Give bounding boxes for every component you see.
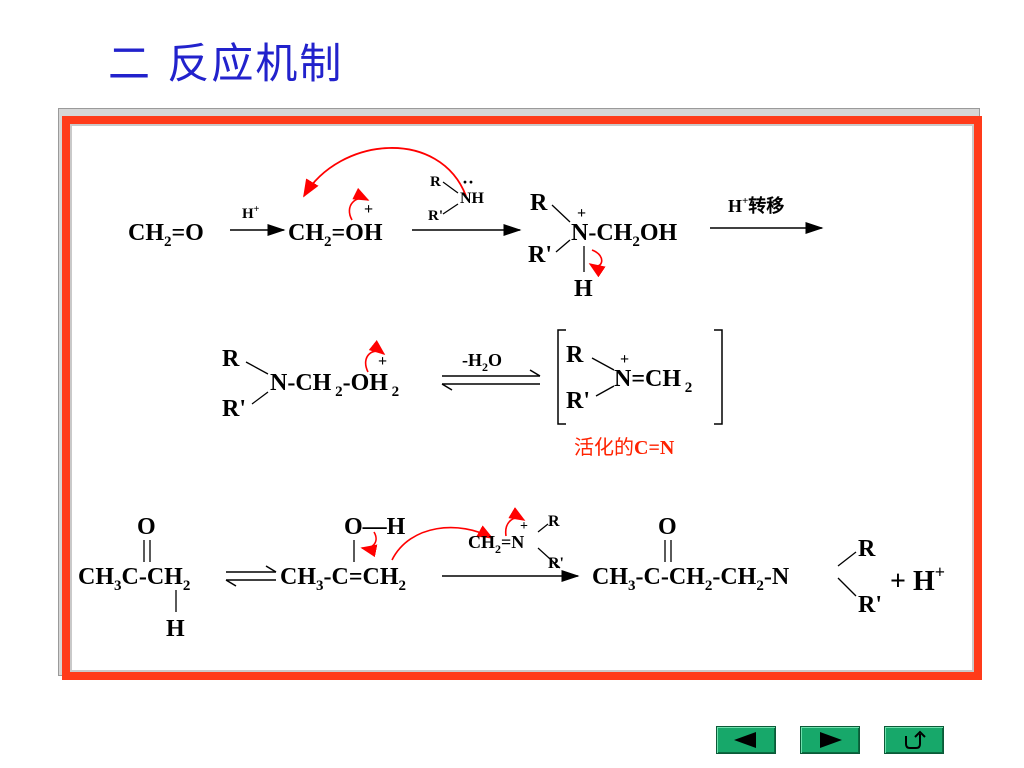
r3-iminium-plus: + [520,519,528,534]
r3-ketone-H: H [166,616,185,642]
r2-iminium-plus: + [620,351,629,368]
r1-int-plus: + [577,205,586,222]
r3-iminium-R: R [548,513,560,530]
triangle-right-icon [820,732,842,748]
next-slide-button[interactable] [800,726,860,754]
r1-amine-Rp: R' [428,208,443,224]
r1-int-R: R [530,190,548,216]
r1-int-main: N-CH2OH [571,220,678,250]
r2-arrow-label: -H2O [462,350,502,374]
r3-iminium: CH2=N [468,532,524,556]
r1-int-Rp: R' [528,242,552,268]
r3-enol-OH: O—H [344,514,406,540]
r1-plus-charge: + [364,201,373,218]
r1-reactant: CH2=O [128,220,204,250]
r3-product: CH3-C-CH2-CH2-N [592,564,790,594]
r3-product-bond-r [837,551,857,567]
r2-iminium-bond-r [591,357,615,371]
r3-curved-arrow-o [360,531,378,558]
r1-curved-arrow-large [303,147,467,198]
r2-iminium: N=CH 2 [614,366,692,396]
r3-ketone: CH3C-CH2 [78,564,190,594]
triangle-left-icon [734,732,756,748]
r3-eq-head-top [265,565,277,573]
r3-product-Rp: R' [858,592,882,618]
r1-amine-NH: NH [460,190,485,207]
r1-protonated: CH2=OH [288,220,383,250]
r2-bond-rp [251,391,269,405]
r2-bond-r [245,361,269,375]
r2-bracket-right [714,329,723,425]
r2-curved-arrow [364,340,386,373]
mechanism-panel [62,116,982,680]
r3-iminium-bond-r [537,523,549,533]
r1-curved-arrow-small [348,187,370,221]
r2-chain: N-CH 2-OH 2 [270,370,399,400]
r3-ketone-O: O [137,514,156,540]
r1-bond-rp [442,203,459,215]
page-title: 二 反应机制 [108,39,344,88]
r3-product-R: R [858,536,876,562]
r1-lone-pair: ·· [462,172,474,192]
r3-enol: CH3-C=CH2 [280,564,406,594]
r1-int-H: H [574,276,593,302]
r3-iminium-Rp: R' [548,555,564,572]
prev-slide-button[interactable] [716,726,776,754]
r3-product-plus-h: + H+ [890,562,945,597]
r3-iminium-bond-rp [537,547,561,569]
r2-R: R [222,346,240,372]
r2-eq-head-bottom [441,383,453,391]
r2-bracket-left [557,329,566,425]
r3-product-O: O [658,514,677,540]
r2-activated-label: 活化的C=N [574,436,675,459]
r1-int-curved-arrow [588,249,606,278]
return-button[interactable] [884,726,944,754]
r2-iminium-Rp: R' [566,388,590,414]
r3-eq-head-bottom [225,579,237,587]
r1-transfer-label: H+转移 [728,195,784,216]
r3-curved-arrow-c [391,525,494,561]
r1-int-bond-rp [555,239,571,253]
r1-amine-R: R [430,174,441,190]
r1-bond-r [442,181,459,194]
r3-product-bond-rp [837,577,857,597]
r2-plus: + [378,353,387,370]
r2-iminium-R: R [566,342,584,368]
r2-Rp: R' [222,396,246,422]
r1-catalyst: H+ [242,204,260,222]
return-icon [905,730,926,749]
r2-iminium-bond-rp [595,385,615,397]
r1-int-bond-r [551,204,571,223]
r2-eq-head-top [529,369,541,377]
r3-curved-arrow-n [504,507,526,537]
